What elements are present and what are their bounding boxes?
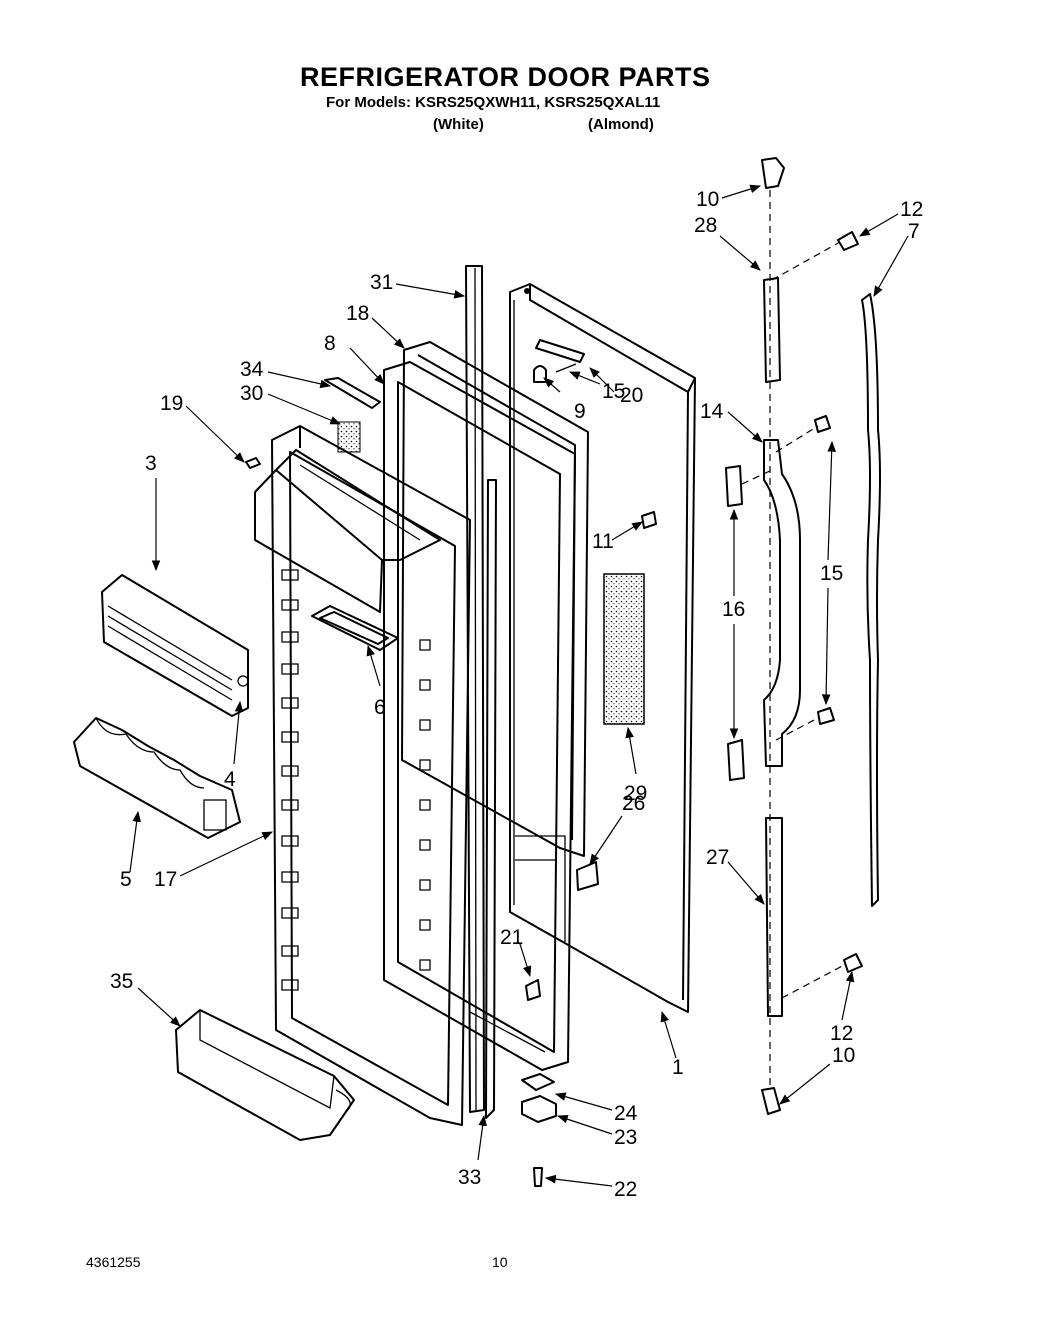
callout-7: 7 [908,220,920,243]
callout-10-bottom: 10 [832,1044,855,1067]
variant-white: (White) [433,116,484,133]
callout-15-right: 15 [820,562,843,585]
callout-14: 14 [700,400,724,423]
bottom-door-bin [175,1009,355,1141]
callout-12-top: 12 [900,198,923,221]
callout-10-top: 10 [696,188,719,211]
drip-tray [311,605,399,651]
callout-20: 20 [620,384,643,407]
callout-11: 11 [592,530,614,553]
callout-15-upper: 15 [602,380,625,403]
callout-26: 26 [622,792,645,815]
callout-30: 30 [240,382,263,405]
callout-24: 24 [614,1102,638,1125]
callout-12-bottom: 12 [830,1022,853,1045]
document-number: 4361255 [86,1254,141,1270]
callout-33: 33 [458,1166,481,1189]
dispenser-housing [254,377,441,613]
callout-29: 29 [624,782,647,805]
variant-almond: (Almond) [588,116,654,133]
callout-16: 16 [722,598,745,621]
callout-8: 8 [324,332,336,355]
callout-34: 34 [240,358,264,381]
callout-28: 28 [694,214,717,237]
callout-labels: 10 28 12 7 31 18 20 9 15 34 8 30 19 14 1… [110,188,923,1201]
callout-4: 4 [224,768,236,791]
callout-17: 17 [154,868,177,891]
outer-door-panel [509,283,696,1013]
callout-23: 23 [614,1126,637,1149]
models-line: For Models: KSRS25QXWH11, KSRS25QXAL11 [326,94,661,111]
callout-27: 27 [706,846,729,869]
handle-assembly [725,157,881,1115]
page-title: REFRIGERATOR DOOR PARTS [300,62,711,92]
callout-5: 5 [120,868,132,891]
callout-22: 22 [614,1178,637,1201]
insulation-block [603,573,645,725]
door-shelf-bin [73,717,241,839]
door-liner [271,425,471,1126]
callout-3: 3 [145,452,157,475]
liner-shelf-ribs [281,569,431,991]
callout-9: 9 [574,400,586,423]
callout-18: 18 [346,302,369,325]
bottom-trim-strip [485,479,497,1119]
shelf-cover [101,574,249,717]
callout-31: 31 [370,271,393,294]
small-hardware [245,339,657,1187]
callout-35: 35 [110,970,133,993]
callout-6: 6 [374,696,386,719]
callout-19: 19 [160,392,183,415]
breaker-strip [465,265,485,1113]
callout-21: 21 [500,926,523,949]
page-number: 10 [492,1254,508,1270]
door-gasket [383,361,576,1071]
callout-1: 1 [672,1056,684,1079]
leader-lines [129,184,909,1187]
